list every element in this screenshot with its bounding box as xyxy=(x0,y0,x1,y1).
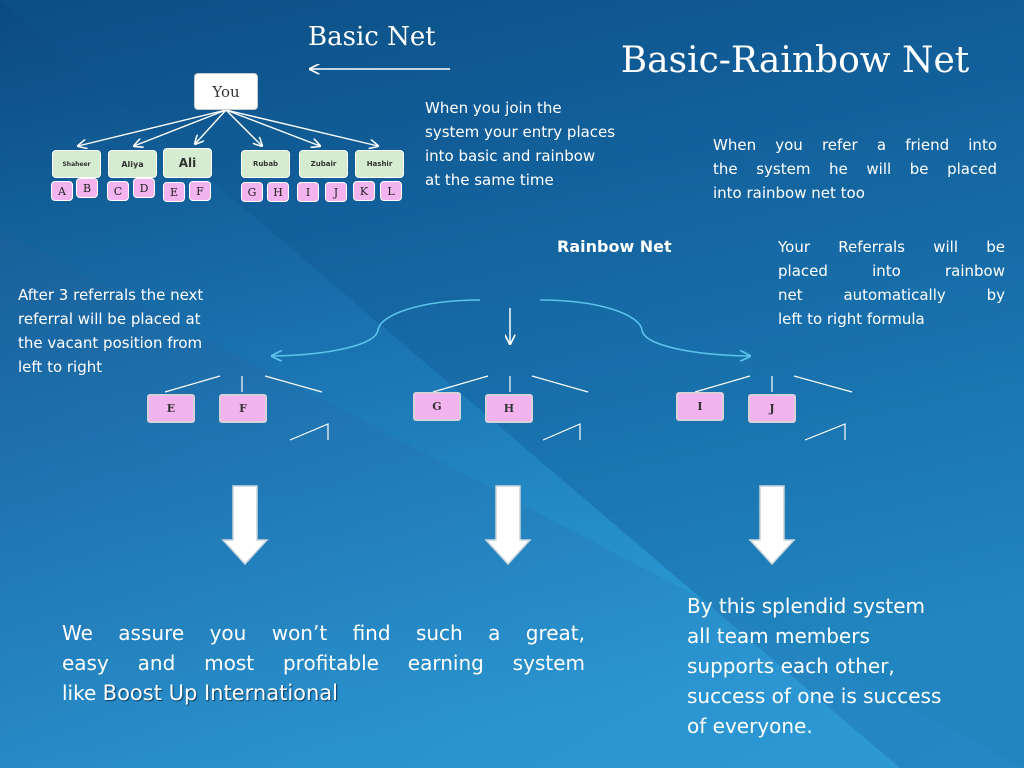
basic-grandchild-1: A xyxy=(51,181,73,201)
basic-grandchild-3: C xyxy=(107,181,129,201)
rainbow-node-h: H xyxy=(485,394,533,423)
basic-grandchild-5: E xyxy=(163,182,185,202)
rainbow-node-j: J xyxy=(748,394,796,423)
note-after-three: After 3 referrals the next referral will… xyxy=(18,286,204,376)
note-refer: When you refer a friend into the system … xyxy=(713,136,997,202)
basic-child-1: Shaheer xyxy=(52,150,101,178)
basic-grandchild-12: L xyxy=(380,181,402,201)
basic-child-3: Ali xyxy=(163,148,212,178)
basic-net-label: Basic Net xyxy=(308,22,436,52)
basic-grandchild-6: F xyxy=(189,181,211,201)
basic-grandchild-10: J xyxy=(325,182,347,202)
note-assure: We assure you won’t find such a great, e… xyxy=(62,621,585,705)
rainbow-net-label: Rainbow Net xyxy=(557,237,672,256)
note-join: When you join the system your entry plac… xyxy=(425,99,616,189)
rainbow-arc-left xyxy=(272,299,481,356)
basic-grandchild-4: D xyxy=(133,178,155,198)
rainbow-node-g: G xyxy=(413,392,461,421)
big-down-arrow-2 xyxy=(484,485,532,566)
basic-grandchild-11: K xyxy=(353,181,375,201)
basic-grandchild-9: I xyxy=(297,182,319,202)
rainbow-node-e: E xyxy=(147,394,195,423)
basic-grandchild-8: H xyxy=(267,182,289,202)
brand-name: Boost Up International xyxy=(102,681,339,705)
basic-child-4: Rubab xyxy=(241,150,290,178)
note-referrals: Your Referrals will be placed into rainb… xyxy=(778,238,1005,328)
basic-child-6: Hashir xyxy=(355,150,404,178)
big-down-arrow-1 xyxy=(221,485,269,566)
rainbow-arc-right xyxy=(539,299,750,356)
basic-grandchild-7: G xyxy=(241,182,263,202)
basic-child-5: Zubair xyxy=(299,150,348,178)
big-down-arrow-3 xyxy=(748,485,796,566)
slide-title: Basic-Rainbow Net xyxy=(620,40,970,81)
rainbow-node-f: F xyxy=(219,394,267,423)
note-splendid: By this splendid system all team members… xyxy=(687,594,942,738)
basic-grandchild-2: B xyxy=(76,178,98,198)
rainbow-node-i: I xyxy=(676,392,724,421)
root-node-you: You xyxy=(194,73,258,110)
basic-child-2: Aliya xyxy=(108,150,157,178)
